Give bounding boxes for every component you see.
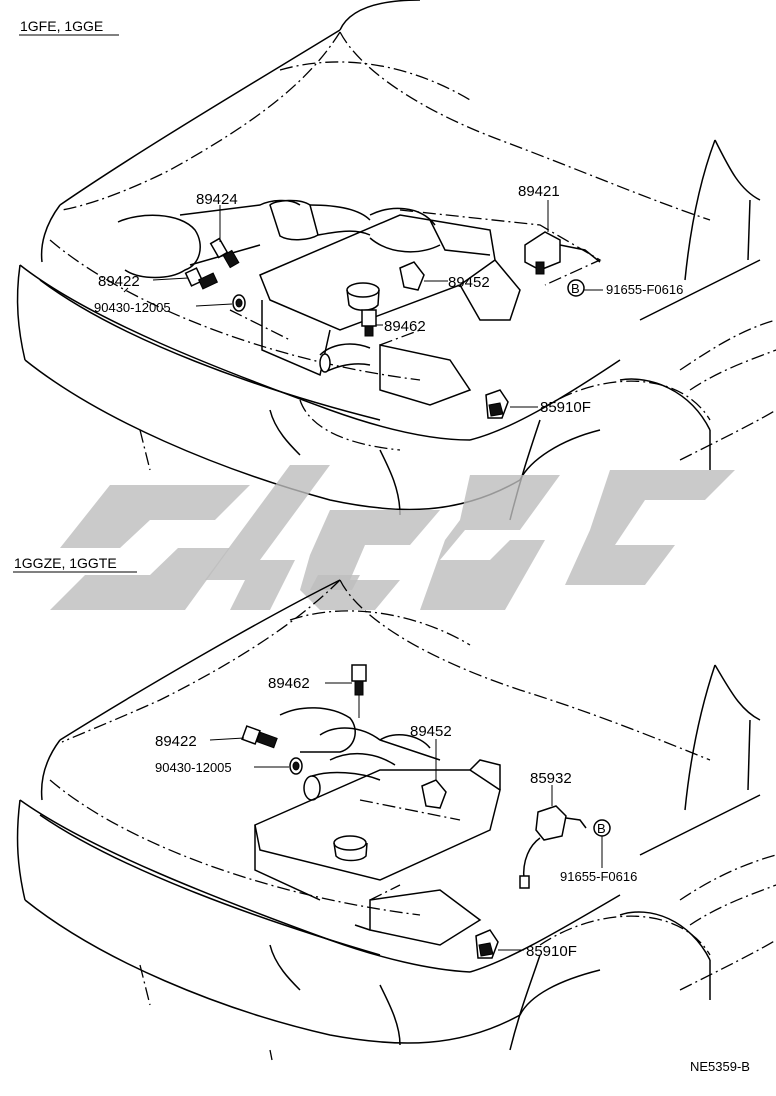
part-90430-12005-bottom — [254, 757, 303, 775]
label-91655-F0616-top: 91655-F0616 — [606, 282, 683, 297]
label-89421-top: 89421 — [518, 183, 560, 200]
label-89452-top: 89452 — [448, 274, 490, 291]
part-89452-bottom — [421, 739, 447, 809]
label-89422-top: 89422 — [98, 273, 140, 290]
label-89452-bottom: 89452 — [410, 723, 452, 740]
bolt-marker-bottom — [593, 819, 611, 868]
part-85932-bottom — [519, 785, 587, 889]
circle-marker-bottom: B — [597, 821, 606, 836]
section-top: 1GFE, 1GGE — [16, 0, 776, 521]
section-header-bottom: 1GGZE, 1GGTE — [14, 555, 117, 571]
label-89422-bottom: 89422 — [155, 733, 197, 750]
circle-marker-top: B — [571, 281, 580, 296]
watermark-logo — [50, 465, 735, 610]
label-85932-bottom: 85932 — [530, 770, 572, 787]
part-85910F-top — [485, 389, 538, 419]
part-89421-top — [524, 200, 601, 275]
car-body-outline-bottom — [16, 579, 776, 1061]
part-85910F-bottom — [475, 929, 524, 959]
label-85910F-top: 85910F — [540, 399, 591, 416]
engine-components-bottom — [254, 707, 501, 946]
car-body-outline-top — [16, 0, 776, 521]
label-90430-12005-bottom: 90430-12005 — [155, 760, 232, 775]
part-90430-12005-top — [195, 294, 246, 312]
label-89424-top: 89424 — [196, 191, 238, 208]
bolt-marker-top — [567, 279, 603, 297]
figure-code: NE5359-B — [690, 1059, 750, 1074]
part-89422-top — [123, 267, 219, 293]
label-91655-F0616-bottom: 91655-F0616 — [560, 869, 637, 884]
part-89422-bottom — [209, 725, 278, 749]
label-89462-bottom: 89462 — [268, 675, 310, 692]
part-89462-bottom — [325, 664, 367, 718]
part-89452-top — [399, 261, 448, 291]
label-85910F-bottom: 85910F — [526, 943, 577, 960]
label-90430-12005-top: 90430-12005 — [94, 300, 171, 315]
part-89424-top — [209, 205, 240, 269]
label-89462-top: 89462 — [384, 318, 426, 335]
section-bottom: 1GGZE, 1GGTE — [13, 555, 776, 1061]
part-89462-top — [361, 309, 383, 337]
engine-components-top — [117, 199, 602, 406]
section-header-top: 1GFE, 1GGE — [20, 18, 103, 34]
